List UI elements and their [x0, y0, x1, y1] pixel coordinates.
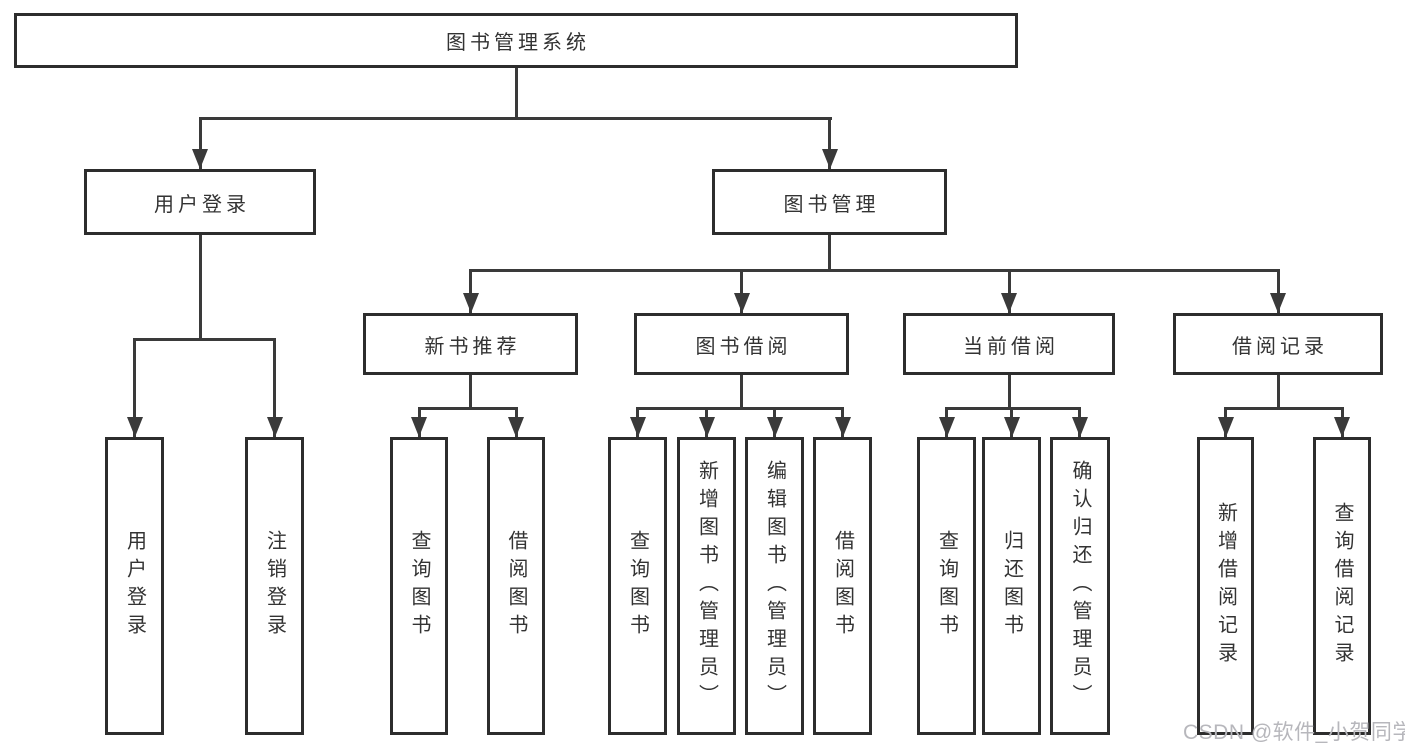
connector-borrowrecord-rail	[1224, 407, 1344, 410]
connector-bookmgmt-stem	[828, 235, 831, 271]
arrow-down-icon	[1270, 293, 1286, 313]
arrow-down-icon	[192, 149, 208, 169]
leaf-query-borrow-record-label: 查询借阅记录	[1331, 502, 1353, 670]
leaf-logout: 注销登录	[245, 437, 304, 735]
arrow-down-icon	[1001, 293, 1017, 313]
node-user-login-label: 用户登录	[154, 193, 250, 216]
node-root-library-system: 图书管理系统	[14, 13, 1018, 68]
leaf-query-books-current-label: 查询图书	[935, 530, 958, 642]
connector-drop-leaf-logout	[273, 338, 276, 437]
arrow-down-icon	[699, 417, 715, 437]
connector-root-rail	[199, 117, 832, 120]
leaf-edit-books-admin-label: 编辑图书（管理员）	[763, 460, 786, 712]
connector-drop-book-management	[828, 117, 831, 169]
leaf-borrow-books-newbooks: 借阅图书	[487, 437, 545, 735]
leaf-confirm-return-admin-label: 确认归还（管理员）	[1069, 460, 1091, 712]
connector-bookborrow-rail	[636, 407, 844, 410]
leaf-query-books-newbooks-label: 查询图书	[408, 530, 430, 642]
arrow-down-icon	[411, 417, 427, 437]
leaf-confirm-return-admin: 确认归还（管理员）	[1050, 437, 1110, 735]
arrow-down-icon	[939, 417, 955, 437]
leaf-add-books-admin-label: 新增图书（管理员）	[695, 460, 718, 712]
arrow-down-icon	[822, 149, 838, 169]
connector-drop-user-login	[199, 117, 202, 169]
arrow-down-icon	[463, 293, 479, 313]
leaf-query-books-current: 查询图书	[917, 437, 976, 735]
leaf-query-books-borrow-label: 查询图书	[626, 530, 649, 642]
node-new-book-recommend-label: 新书推荐	[424, 335, 521, 358]
leaf-query-books-newbooks: 查询图书	[390, 437, 448, 735]
node-current-borrow-label: 当前借阅	[963, 335, 1059, 358]
leaf-return-books: 归还图书	[982, 437, 1041, 735]
leaf-add-books-admin: 新增图书（管理员）	[677, 437, 736, 735]
connector-borrowrecord-stem	[1277, 375, 1280, 409]
arrow-down-icon	[835, 417, 851, 437]
connector-drop-leaf-user-login	[133, 338, 136, 437]
arrow-down-icon	[267, 417, 283, 437]
node-book-borrow: 图书借阅	[634, 313, 849, 375]
arrow-down-icon	[1218, 417, 1234, 437]
node-borrow-record-label: 借阅记录	[1232, 335, 1328, 358]
leaf-user-login-label: 用户登录	[123, 530, 146, 642]
leaf-add-borrow-record-label: 新增借阅记录	[1214, 502, 1237, 670]
connector-userlogin-stem	[199, 235, 202, 340]
arrow-down-icon	[1004, 417, 1020, 437]
arrow-down-icon	[1072, 417, 1088, 437]
connector-currentborrow-rail	[945, 407, 1081, 410]
node-new-book-recommend: 新书推荐	[363, 313, 578, 375]
leaf-add-borrow-record: 新增借阅记录	[1197, 437, 1254, 735]
arrow-down-icon	[508, 417, 524, 437]
arrow-down-icon	[1334, 417, 1350, 437]
connector-bookborrow-stem	[740, 375, 743, 409]
leaf-borrow-books-newbooks-label: 借阅图书	[505, 530, 527, 642]
node-root-label: 图书管理系统	[446, 32, 590, 54]
node-user-login: 用户登录	[84, 169, 316, 235]
leaf-return-books-label: 归还图书	[1000, 530, 1023, 642]
leaf-edit-books-admin: 编辑图书（管理员）	[745, 437, 804, 735]
connector-root-stem	[515, 68, 518, 118]
connector-drop-current-borrow	[1008, 269, 1011, 313]
connector-drop-borrow-record	[1277, 269, 1280, 313]
arrow-down-icon	[734, 293, 750, 313]
node-current-borrow: 当前借阅	[903, 313, 1115, 375]
leaf-borrow-books: 借阅图书	[813, 437, 872, 735]
node-borrow-record: 借阅记录	[1173, 313, 1383, 375]
node-book-management-label: 图书管理	[783, 193, 880, 216]
arrow-down-icon	[127, 417, 143, 437]
connector-bookmgmt-rail	[469, 269, 1280, 272]
connector-currentborrow-stem	[1008, 375, 1011, 409]
arrow-down-icon	[767, 417, 783, 437]
leaf-logout-label: 注销登录	[263, 530, 286, 642]
arrow-down-icon	[630, 417, 646, 437]
connector-drop-new-book	[469, 269, 472, 313]
connector-newbook-rail	[418, 407, 518, 410]
node-book-borrow-label: 图书借阅	[695, 335, 792, 358]
connector-userlogin-rail	[133, 338, 276, 341]
leaf-borrow-books-label: 借阅图书	[831, 530, 854, 642]
leaf-user-login: 用户登录	[105, 437, 164, 735]
leaf-query-borrow-record: 查询借阅记录	[1313, 437, 1371, 735]
node-book-management: 图书管理	[712, 169, 947, 235]
csdn-watermark: CSDN @软件_小贺同学	[1183, 721, 1405, 744]
connector-newbook-stem	[469, 375, 472, 409]
leaf-query-books-borrow: 查询图书	[608, 437, 667, 735]
connector-drop-book-borrow	[740, 269, 743, 313]
